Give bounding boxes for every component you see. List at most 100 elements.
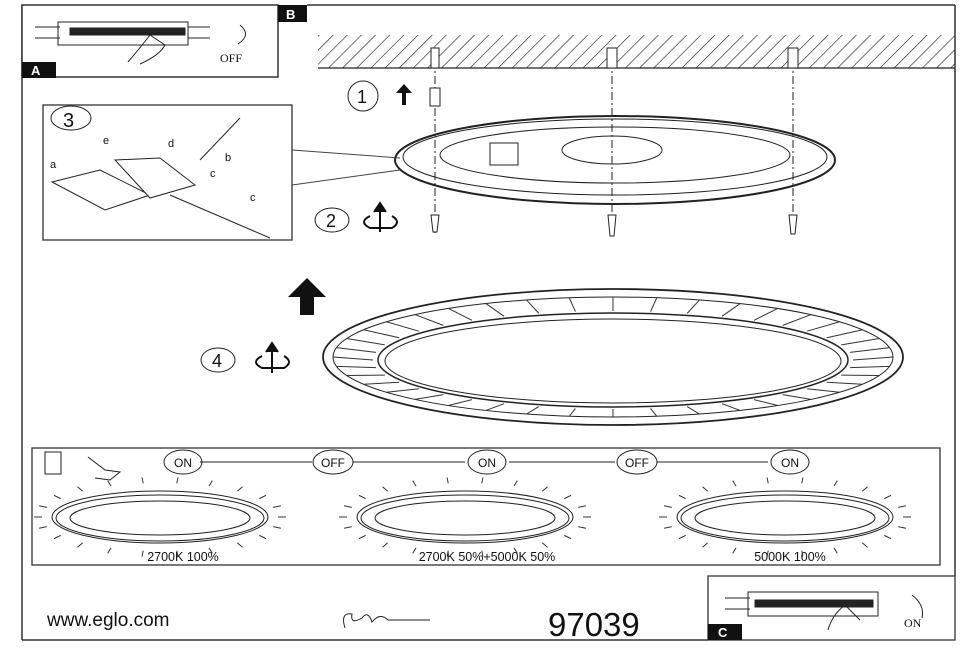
breaker-icon (35, 21, 210, 65)
ring-segment-mark (841, 337, 880, 346)
step-4-number: 4 (212, 351, 222, 371)
light-ray (898, 505, 907, 508)
ring-segment-mark (448, 308, 473, 321)
ring-segment-mark (686, 299, 700, 314)
light-ray (107, 547, 112, 554)
step-2-number: 2 (326, 211, 336, 231)
ring-segment-mark (568, 297, 576, 312)
callout-c1: c (210, 168, 216, 180)
step-3-number: 3 (63, 110, 74, 132)
light-ray (564, 494, 572, 500)
light-ray (578, 505, 587, 508)
lamp-mode-1 (51, 490, 269, 544)
signature (343, 613, 430, 629)
wall-plugs-and-screws (429, 47, 799, 237)
light-ray (732, 547, 737, 554)
ring-segment-mark (485, 403, 505, 411)
sequence-step-1: ON (174, 456, 192, 470)
light-ray (176, 477, 179, 484)
light-ray (663, 505, 672, 508)
mode-label-1: 2700K 100% (147, 550, 219, 564)
rotate-icon (255, 341, 290, 373)
panel-a-label: A (31, 63, 41, 78)
screw-rotate-icon (363, 201, 398, 232)
breaker-icon (725, 591, 879, 631)
light-ray (38, 505, 47, 508)
ring-segment-mark (485, 303, 505, 317)
ring-segment-mark (782, 314, 812, 326)
ring-segment-mark (721, 403, 741, 411)
ring-segment-mark (650, 408, 658, 417)
ring-segment-mark (782, 394, 812, 400)
ring-segment-mark (753, 308, 778, 321)
ring-segment-mark (849, 347, 890, 353)
mode-label-3: 5000K 100% (754, 550, 826, 564)
ring-segment-mark (852, 356, 894, 361)
ring-segment-mark (826, 329, 863, 339)
light-ray (481, 550, 484, 557)
light-ray (513, 547, 518, 554)
callout-d: d (168, 138, 174, 150)
light-ray (541, 542, 548, 548)
light-ray (678, 494, 686, 500)
light-ray (578, 526, 587, 529)
model-number: 97039 (548, 606, 640, 643)
light-ray (38, 526, 47, 529)
ring-segment-mark (826, 381, 863, 385)
panel-c-label: C (718, 625, 728, 640)
ring-segment-mark (526, 406, 540, 415)
ring-segment-mark (336, 347, 377, 353)
light-ray (513, 480, 518, 487)
ring-segment-mark (753, 399, 778, 407)
ring-segment-mark (346, 337, 385, 346)
light-ray (236, 542, 243, 548)
switching-sequence-panel: ON OFF ON OFF ON 2700K 100% 2700K 50%+50… (31, 447, 941, 566)
light-ray (833, 547, 838, 554)
ring-segment-mark (386, 388, 419, 393)
light-ray (833, 480, 838, 487)
light-ray (208, 480, 213, 487)
mode-label-2: 2700K 50%+5000K 50% (419, 550, 556, 564)
light-ray (884, 494, 892, 500)
ring-segment-mark (414, 314, 444, 326)
switch-on-label: ON (904, 616, 922, 630)
panel-c-switch-on: ON C (707, 575, 956, 641)
ring-segment-mark (650, 297, 658, 312)
ring-segment-mark (414, 394, 444, 400)
light-ray (702, 542, 709, 548)
callout-c2: c (250, 192, 256, 204)
light-ray (53, 534, 61, 540)
step-1-number: 1 (357, 87, 367, 107)
light-ray (358, 534, 366, 540)
ring-segment-mark (448, 399, 473, 407)
light-ray (732, 480, 737, 487)
light-ray (766, 550, 769, 557)
lamp-mode-2 (356, 490, 574, 544)
big-arrow-up-icon (288, 278, 326, 315)
light-ray (801, 550, 804, 557)
hand-icon (87, 456, 122, 481)
light-ray (141, 550, 144, 557)
light-ray (343, 526, 352, 529)
ceiling (318, 35, 955, 68)
sequence-step-2: OFF (321, 456, 345, 470)
light-ray (898, 526, 907, 529)
light-ray (107, 480, 112, 487)
light-ray (766, 477, 769, 484)
rotate-arrow-icon (911, 594, 923, 619)
ring-segment-mark (686, 406, 700, 415)
light-ray (446, 477, 449, 484)
ring-segment-mark (363, 329, 400, 339)
ring-segment-mark (721, 303, 741, 317)
light-ray (412, 547, 417, 554)
light-ray (412, 480, 417, 487)
ring-segment-mark (807, 321, 840, 332)
callout-e: e (103, 135, 109, 147)
ring-segment-mark (850, 365, 890, 369)
light-ray (382, 486, 389, 492)
ring-segment-mark (336, 365, 376, 369)
light-ray (564, 534, 572, 540)
callout-b: b (225, 152, 231, 164)
